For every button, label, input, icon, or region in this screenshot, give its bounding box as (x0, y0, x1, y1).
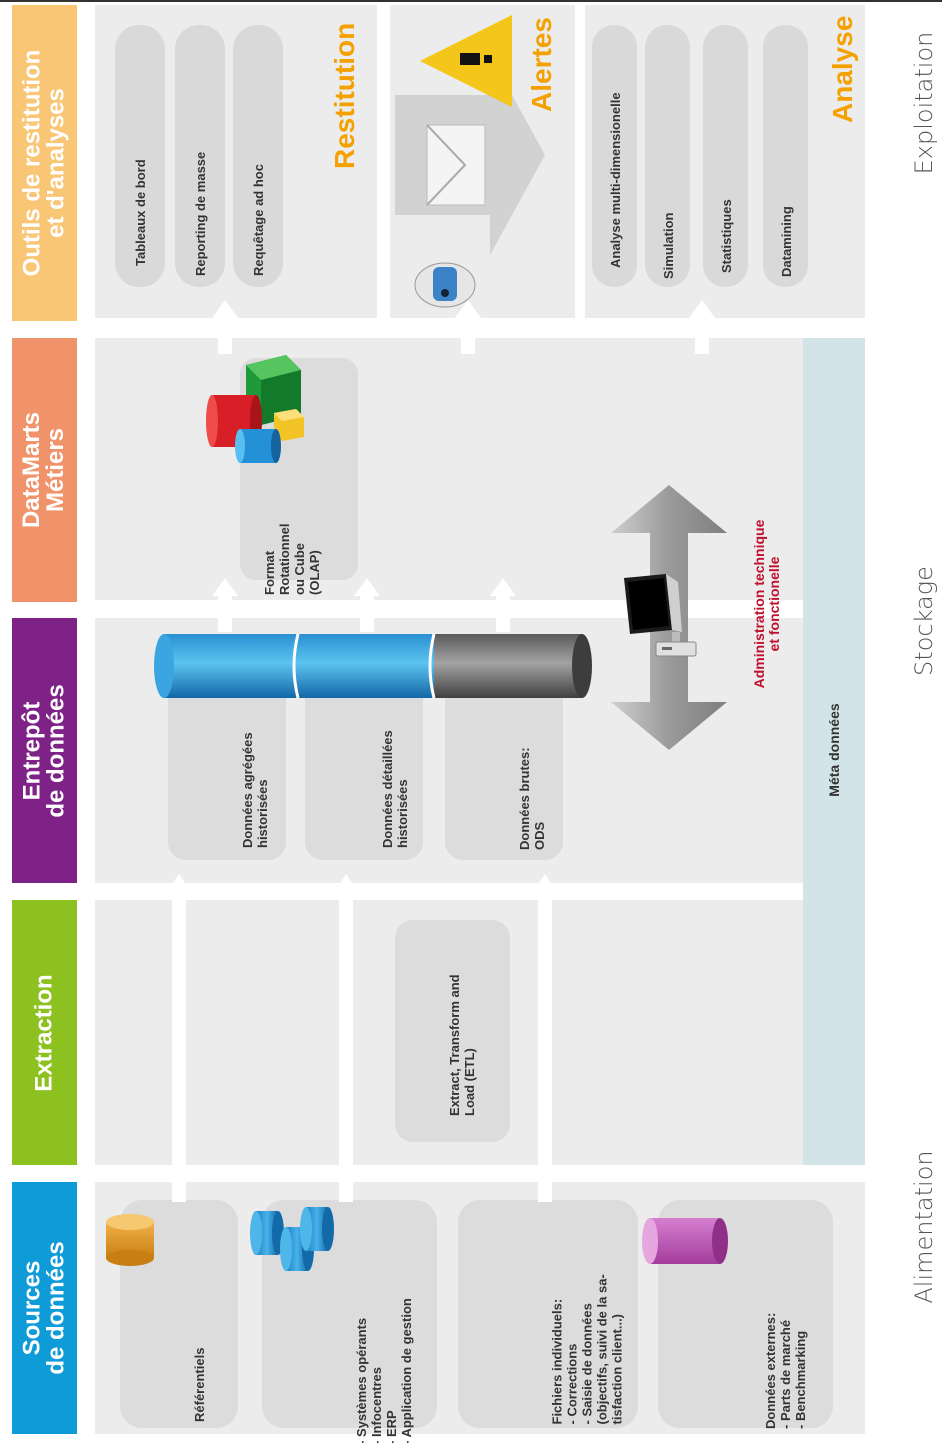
flow-arrow-4-head (212, 578, 238, 596)
source-externes-label: Données externes: - Parts de marché - Be… (762, 1312, 808, 1429)
analyse-item-1 (592, 25, 637, 287)
flow-arrow-6 (496, 592, 510, 632)
flow-arrow-2 (339, 890, 353, 1202)
entrepot-brutes-label: Données brutes: ODS (517, 747, 547, 850)
meta-donnees-label: Méta données (825, 703, 842, 797)
flow-arrow-3-head (532, 874, 558, 894)
source-referentiels-label: Référentiels (191, 1347, 207, 1422)
source-systemes-label: - Systèmes opérants - Infocentres - ERP … (354, 1298, 414, 1443)
warning-icon (420, 15, 512, 107)
flow-arrow-9 (695, 314, 709, 354)
band-sources: Sources de données (12, 1182, 77, 1434)
entrepot-detaillees-label: Données détaillées historisées (380, 730, 410, 848)
flow-arrow-9-head (689, 300, 715, 318)
flow-arrow-8-head (455, 300, 481, 318)
datamart-olap-label: Format Rotationnel ou Cube (OLAP) (262, 523, 322, 596)
source-fichiers-label: Fichiers individuels: - Corrections - Sa… (549, 1274, 624, 1425)
band-datamarts: DataMarts Métiers (12, 338, 77, 602)
flow-arrow-5-head (354, 578, 380, 596)
restitution-title: Restitution (329, 22, 360, 169)
band-entrepot-label: Entrepôt de données (18, 683, 70, 818)
band-extraction: Extraction (12, 900, 77, 1165)
etl-label: Extract, Transform and Load (ETL) (447, 974, 477, 1116)
analyse-item-4 (763, 25, 808, 287)
restitution-item-1-label: Tableaux de bord (132, 159, 148, 266)
computer-monitor-icon (624, 574, 697, 657)
band-datamarts-label: DataMarts Métiers (18, 411, 70, 529)
restitution-item-3-label: Requêtage ad hoc (250, 164, 266, 276)
alertes-title: Alertes (526, 17, 557, 112)
analyse-item-3 (703, 25, 748, 287)
analyse-item-4-label: Datamining (778, 206, 794, 277)
entrepot-agregees-label: Données agrégées historisées (240, 732, 270, 848)
flow-arrow-8 (461, 314, 475, 354)
analyse-title: Analyse (827, 15, 858, 123)
restitution-item-2-label: Reporting de masse (192, 151, 208, 276)
top-rule (0, 0, 942, 2)
alert-envelope-phone-icon (395, 55, 545, 308)
analyse-item-1-label: Analyse multi-dimensionelle (607, 92, 623, 268)
flow-arrow-1-head (166, 874, 192, 894)
warehouse-cylinder-icon (154, 633, 592, 699)
band-outils: Outils de restitution et d'analyses (12, 5, 77, 321)
restitution-item-1 (115, 25, 165, 287)
flow-arrow-1 (172, 890, 186, 1202)
band-entrepot: Entrepôt de données (12, 618, 77, 883)
database-icon-magenta (642, 1218, 728, 1264)
database-icon-orange (106, 1214, 154, 1266)
olap-cube-icon (206, 355, 304, 463)
flow-arrow-6-head (490, 578, 516, 596)
band-extraction-label: Extraction (30, 973, 58, 1092)
flow-arrow-5 (360, 592, 374, 632)
flow-arrow-7 (218, 314, 232, 354)
analyse-item-2-label: Simulation (660, 212, 676, 279)
flow-arrow-3 (538, 890, 552, 1202)
analyse-item-2 (645, 25, 690, 287)
flow-arrow-4 (218, 592, 232, 632)
analyse-item-3-label: Statistiques (718, 199, 734, 273)
database-stack-icon-blue (250, 1207, 334, 1271)
restitution-item-3 (233, 25, 283, 287)
meta-donnees-band (803, 338, 865, 1165)
band-sources-label: Sources de données (18, 1241, 70, 1375)
phase-label-alimentation: Alimentation (910, 1150, 938, 1304)
restitution-item-2 (175, 25, 225, 287)
flow-arrow-7-head (212, 300, 238, 318)
source-fichiers (458, 1200, 638, 1428)
admin-label: Administration technique et fonctionelle (751, 519, 782, 689)
phase-label-stockage: Stockage (910, 566, 938, 676)
phase-label-exploitation: Exploitation (910, 31, 938, 175)
flow-arrow-2-head (333, 874, 359, 894)
band-outils-label: Outils de restitution et d'analyses (18, 49, 70, 277)
etl-box (395, 920, 510, 1142)
